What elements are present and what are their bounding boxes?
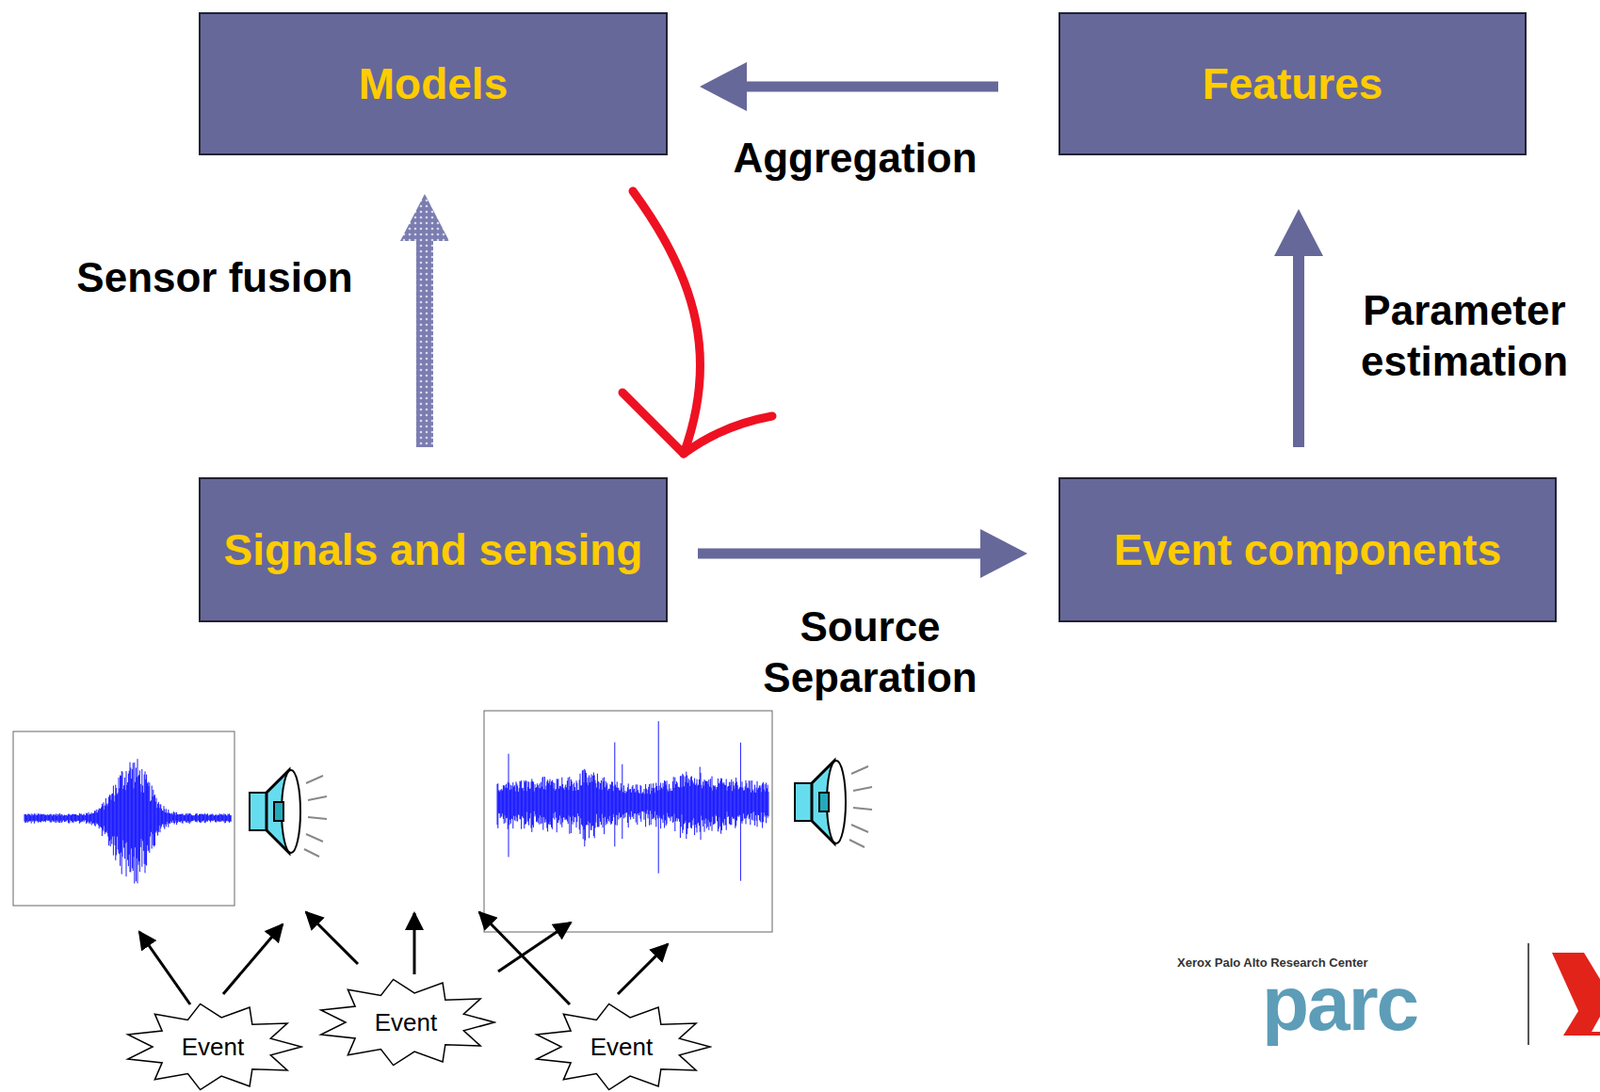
process-box: Features	[1058, 12, 1527, 156]
flow-arrow	[699, 62, 999, 112]
waveform-plot	[484, 711, 773, 933]
waveform-trace	[24, 759, 231, 884]
flow-arrow	[697, 529, 1028, 579]
logo-wordmark: parc	[1261, 965, 1418, 1043]
arrow-shaft	[1292, 254, 1305, 448]
waveform-trace	[497, 721, 769, 882]
waveform	[497, 721, 769, 882]
arrow-head	[699, 62, 747, 112]
box-title: Features	[1189, 57, 1397, 111]
arrow-shaft	[697, 549, 983, 560]
event-text: Event	[181, 1034, 245, 1062]
process-box: Event components	[1058, 477, 1557, 623]
process-box: Signals and sensing	[198, 477, 668, 623]
arrow-shaft	[744, 81, 999, 93]
box-title: Signals and sensing	[210, 523, 657, 577]
logo-divider	[1527, 943, 1530, 1046]
edge-label: Sensor fusion	[41, 252, 388, 304]
flow-arrow	[400, 193, 450, 448]
arrow-shaft	[416, 239, 434, 448]
event-burst: Event	[122, 1002, 304, 1092]
edge-label: Source Separation	[725, 601, 1016, 703]
event-burst: Event	[531, 1002, 712, 1092]
curve-head	[622, 392, 773, 454]
arrow-head	[1274, 209, 1324, 257]
box-title: Event components	[1100, 523, 1516, 577]
feedback-arrow	[622, 191, 773, 454]
arrow-head	[980, 529, 1028, 579]
process-box: Models	[198, 12, 668, 156]
waveform	[24, 759, 231, 884]
speaker-icon	[794, 760, 873, 848]
event-text: Event	[590, 1034, 654, 1062]
event-text: Event	[374, 1009, 438, 1037]
xerox-x-mark	[1551, 953, 1600, 1036]
edge-label: Parameter estimation	[1332, 285, 1597, 387]
speaker-icon	[249, 770, 327, 857]
box-title: Models	[345, 57, 521, 111]
event-burst: Event	[315, 977, 497, 1068]
edge-label: Aggregation	[695, 132, 1015, 184]
arrow-head	[400, 193, 450, 242]
waveform-plot	[13, 731, 235, 906]
flow-arrow	[1274, 209, 1324, 448]
